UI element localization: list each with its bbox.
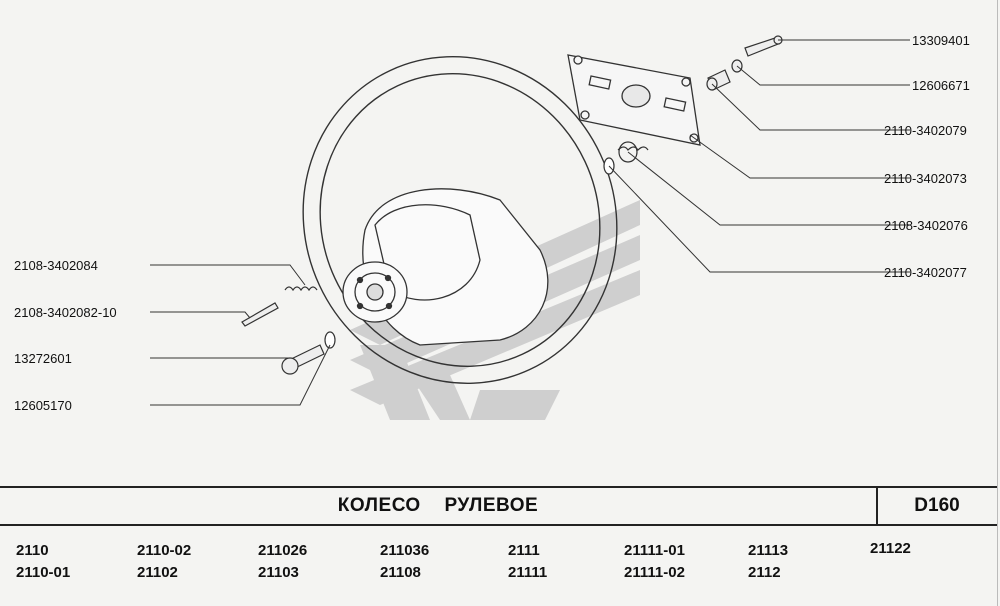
parts-diagram: 13309401 12606671 2110-3402079 2110-3402… — [14, 33, 970, 420]
model-code: 21102 — [137, 564, 178, 581]
steering-wheel-drawing — [150, 35, 910, 420]
model-code: 21111-01 — [624, 542, 685, 559]
part-number-label: 12606671 — [912, 78, 970, 93]
model-code: 211036 — [380, 542, 430, 559]
part-number-label: 2110-3402073 — [884, 171, 967, 186]
model-code: 211026 — [258, 542, 308, 559]
model-code: 21111 — [508, 564, 548, 581]
title-bar: КОЛЕСО РУЛЕВОЕ D160 — [0, 486, 998, 526]
part-number-label: 13272601 — [14, 351, 72, 366]
part-number-label: 2108-3402084 — [14, 258, 98, 273]
part-number-label: 2108-3402082-10 — [14, 305, 117, 320]
page-title: КОЛЕСО РУЛЕВОЕ — [337, 495, 539, 516]
model-code: 21108 — [380, 564, 421, 581]
model-code: 21103 — [258, 564, 299, 581]
model-code: 2110-02 — [137, 542, 192, 559]
model-code: 21113 — [748, 542, 789, 559]
model-code: 21122 — [870, 540, 911, 557]
part-number-label: 2108-3402076 — [884, 218, 968, 233]
model-code: 2110 — [16, 542, 49, 559]
part-number-label: 13309401 — [912, 33, 970, 48]
part-number-label: 2110-3402079 — [884, 123, 967, 138]
small-parts-right — [603, 35, 783, 175]
model-code: 2111 — [508, 542, 540, 559]
page-border — [997, 0, 998, 606]
steering-wheel-hub — [342, 188, 549, 346]
section-code: D160 — [876, 488, 996, 524]
model-list: 2110 2110-01 2110-02 21102 211026 21103 … — [0, 528, 998, 604]
leader-lines — [150, 39, 910, 406]
part-number-label: 2110-3402077 — [884, 265, 967, 280]
small-parts-left — [241, 286, 336, 375]
model-code: 2110-01 — [16, 564, 71, 581]
steering-wheel-rim — [302, 56, 618, 384]
model-code: 2112 — [748, 564, 781, 581]
mounting-plate — [567, 54, 701, 146]
model-code: 21111-02 — [624, 564, 685, 581]
part-number-label: 12605170 — [14, 398, 72, 413]
